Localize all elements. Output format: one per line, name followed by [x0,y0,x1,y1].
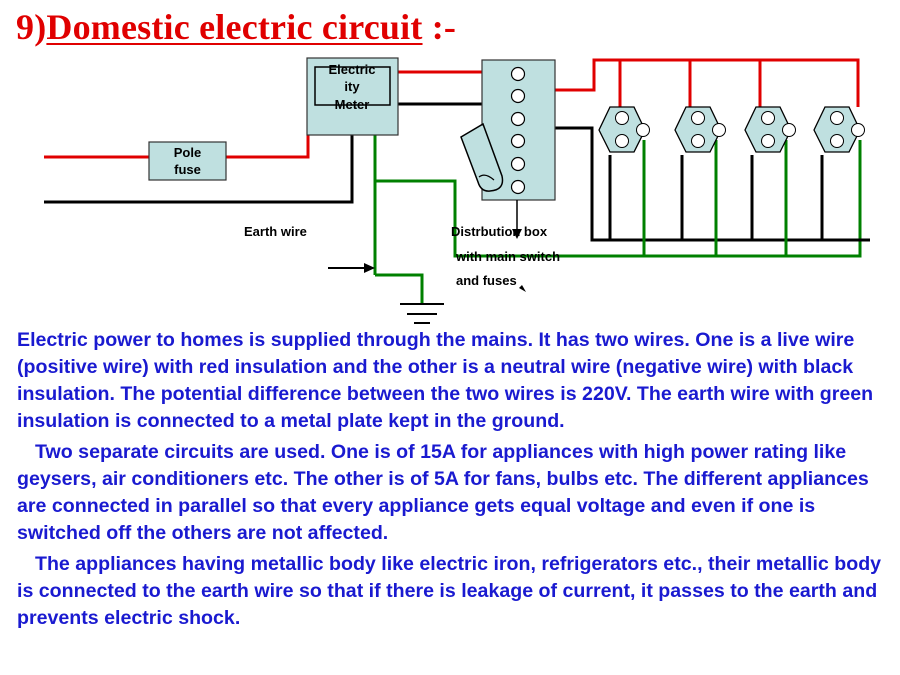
distribution-box-label-1: Distrbution box [451,224,548,239]
paragraph-3: The appliances having metallic body like… [17,553,882,629]
title-suffix: :- [431,7,457,47]
socket-1 [598,106,650,153]
pole-fuse-label-1: Pole [174,145,201,160]
meter-label-2: ity [344,79,360,94]
distribution-box [460,59,556,201]
neutral-wire-out [555,126,870,242]
title-main: Domestic electric circuit [46,7,423,47]
arrow-distribution-pointer [512,200,522,239]
earth-wire-ground [375,273,424,303]
meter-label-1: Electric [329,62,376,77]
earth-wire-sockets [642,140,788,256]
meter-label-3: Meter [335,97,370,112]
pole-fuse-label-2: fuse [174,162,201,177]
socket-4 [813,106,865,153]
paragraph-1: Electric power to homes is supplied thro… [17,329,874,432]
earth-wire-main [375,140,862,258]
distribution-box-label-2: with main switch [455,249,560,264]
wires [44,58,870,303]
earth-wire-label: Earth wire [244,224,307,239]
earth-ground-symbol [400,303,444,324]
pole-fuse: Pole fuse [148,141,227,181]
circuit-diagram: Pole fuse Electric ity Meter [44,57,870,324]
arrow-earth-pointer [328,263,375,273]
paragraph-2: Two separate circuits are used. One is o… [17,441,869,544]
sockets [598,106,865,153]
page-title: 9)Domestic electric circuit :- [16,6,456,48]
arrow-fuses-pointer [519,285,526,292]
fuse-circles [510,66,526,195]
distribution-box-label-3: and fuses [456,273,517,288]
socket-2 [674,106,726,153]
live-wire-out [555,58,860,107]
socket-3 [744,106,796,153]
electricity-meter: Electric ity Meter [306,57,399,136]
title-number: 9) [16,7,47,47]
neutral-wire-in [44,135,354,204]
explanation-text: Electric power to homes is supplied thro… [17,327,889,632]
main-switch-lever [460,122,504,192]
